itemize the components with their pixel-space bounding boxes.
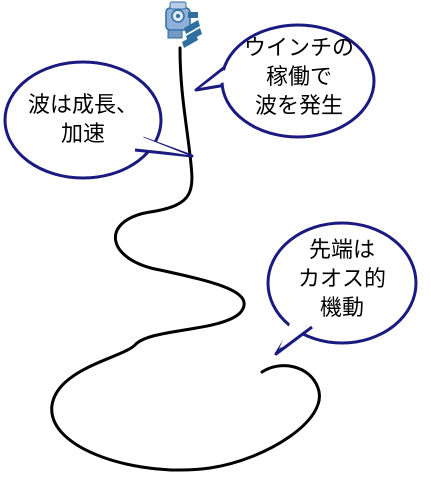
callout-wave-line-1: 波は成長、	[27, 93, 138, 118]
winch-machine-icon	[165, 1, 202, 48]
callout-winch-line-3: 波を発生	[254, 94, 343, 119]
callout-tip-bubble	[266, 221, 418, 356]
callout-tip-text: 先端は カオス的 機動	[272, 236, 412, 323]
callout-wave-text: 波は成長、 加速	[8, 91, 158, 149]
callout-winch-bubble	[194, 23, 376, 139]
callout-tip-line-2: カオス的	[297, 267, 386, 292]
callout-winch-line-2: 稼働で	[265, 65, 332, 90]
rope-curve	[50, 46, 321, 472]
callout-tip-line-1: 先端は	[308, 238, 375, 263]
callout-wave-bubble	[3, 60, 194, 180]
callout-wave-line-2: 加速	[60, 122, 105, 147]
callout-winch-text: ウインチの 稼働で 波を発生	[228, 34, 370, 121]
callout-winch-line-1: ウインチの	[243, 36, 354, 61]
callout-tip-line-3: 機動	[319, 296, 364, 321]
